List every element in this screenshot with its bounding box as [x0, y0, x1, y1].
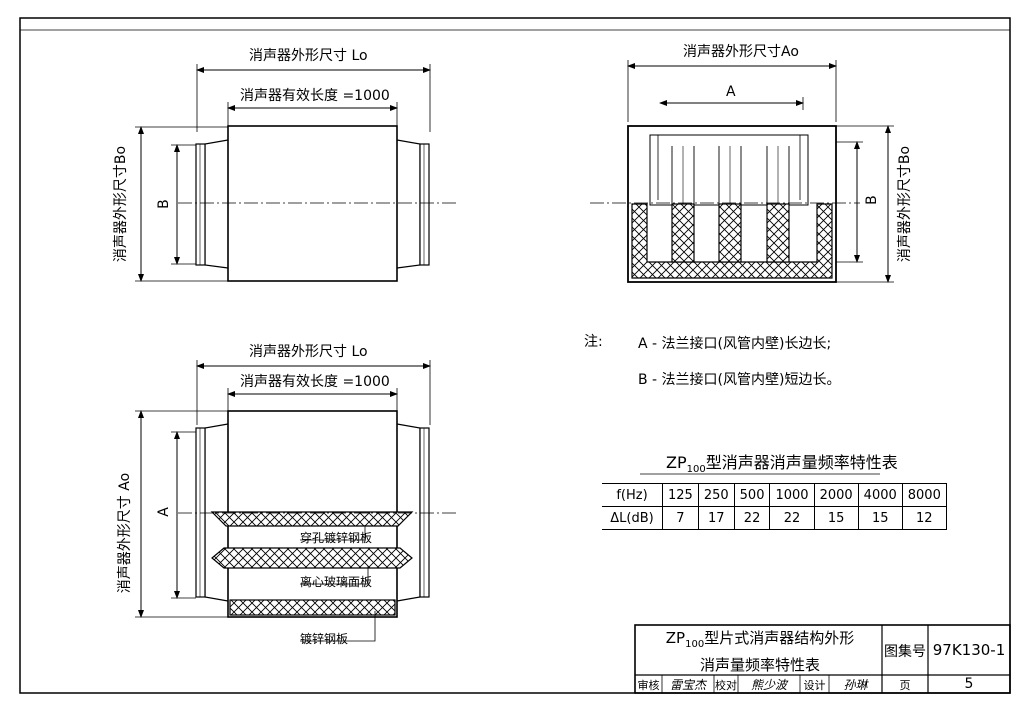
top-left-side-view: [135, 64, 457, 282]
design-signature: 孙琳: [843, 678, 868, 692]
title-line-2: 消声量频率特性表: [699, 656, 820, 674]
freq-cell: 500: [733, 483, 771, 507]
title-line-1: ZP100型片式消声器结构外形: [640, 628, 880, 655]
silencer-body: [227, 125, 398, 282]
bottom-left-a-label: A: [156, 507, 172, 517]
glass-wool-band: [211, 547, 413, 569]
attenuation-row: ΔL(dB) 7 17 22 22 15 15 12: [602, 506, 947, 530]
page-number: 5: [964, 676, 974, 692]
top-left-outer-height-label: 消声器外形尺寸Bo: [113, 145, 129, 263]
callout-galvanized-plate: 镀锌钢板: [300, 632, 349, 646]
attenuation-cell: 12: [901, 506, 947, 530]
review-label: 审核: [637, 679, 660, 692]
freq-cell: 250: [697, 483, 735, 507]
attenuation-cell: 22: [733, 506, 771, 530]
freq-cell: 8000: [901, 483, 947, 507]
attenuation-row-header: ΔL(dB): [602, 506, 663, 530]
top-left-outer-length-label: 消声器外形尺寸 Lo: [249, 48, 368, 64]
title-sub: 100: [685, 639, 705, 650]
freq-cell: 1000: [769, 483, 815, 507]
attenuation-cell: 15: [813, 506, 859, 530]
title-prefix: ZP: [665, 629, 686, 647]
review-signature: 雷宝杰: [669, 678, 706, 692]
title-block-title: ZP100型片式消声器结构外形 消声量频率特性表: [640, 628, 880, 675]
bottom-left-outer-length-label: 消声器外形尺寸 Lo: [249, 344, 368, 360]
top-right-b-label: B: [864, 195, 880, 205]
freq-table: f(Hz) 125 250 500 1000 2000 4000 8000 ΔL…: [602, 483, 947, 530]
top-right-outer-height-label: 消声器外形尺寸Bo: [897, 145, 913, 263]
note-b: B - 法兰接口(风管内壁)短边长。: [638, 372, 841, 388]
freq-cell: 2000: [813, 483, 859, 507]
top-right-section-view: [590, 60, 894, 283]
freq-title-prefix: ZP: [666, 453, 687, 472]
top-right-outer-width-label: 消声器外形尺寸Ao: [683, 44, 799, 60]
page-label: 页: [899, 679, 911, 692]
top-left-b-label: B: [156, 199, 172, 209]
freq-row-header: f(Hz): [602, 483, 663, 507]
bottom-left-effective-length-label: 消声器有效长度 =1000: [240, 374, 390, 390]
attenuation-cell: 17: [697, 506, 735, 530]
attenuation-cell: 15: [857, 506, 903, 530]
design-label: 设计: [803, 679, 826, 692]
freq-title-sub: 100: [686, 464, 706, 476]
callout-perforated-plate: 穿孔镀锌钢板: [300, 531, 373, 545]
atlas-number: 97K130-1: [932, 641, 1006, 659]
freq-cell: 4000: [857, 483, 903, 507]
bottom-left-plan-view: [135, 360, 457, 642]
check-label: 校对: [715, 679, 737, 692]
freq-table-title: ZP100型消声器消声量频率特性表: [666, 455, 898, 478]
attenuation-cell: 22: [769, 506, 815, 530]
sheet-border: [19, 17, 1011, 694]
galvanized-band: [229, 599, 396, 616]
title-block: [634, 624, 1011, 694]
check-signature: 熊少波: [750, 678, 787, 692]
top-right-a-label: A: [726, 84, 736, 100]
freq-cell: 125: [662, 483, 699, 507]
title-line1-rest: 型片式消声器结构外形: [704, 629, 855, 647]
freq-row: f(Hz) 125 250 500 1000 2000 4000 8000: [602, 483, 947, 507]
bottom-left-outer-width-label: 消声器外形尺寸 Ao: [117, 472, 133, 594]
notes-heading: 注:: [584, 334, 603, 350]
freq-title-rest: 型消声器消声量频率特性表: [705, 453, 898, 472]
baffles: [671, 146, 790, 263]
perforated-plate-band: [210, 511, 414, 527]
atlas-label: 图集号: [884, 644, 926, 660]
attenuation-cell: 7: [662, 506, 699, 530]
top-left-effective-length-label: 消声器有效长度 =1000: [240, 88, 390, 104]
note-a: A - 法兰接口(风管内壁)长边长;: [638, 336, 832, 352]
callout-glass-wool: 离心玻璃面板: [300, 575, 373, 589]
